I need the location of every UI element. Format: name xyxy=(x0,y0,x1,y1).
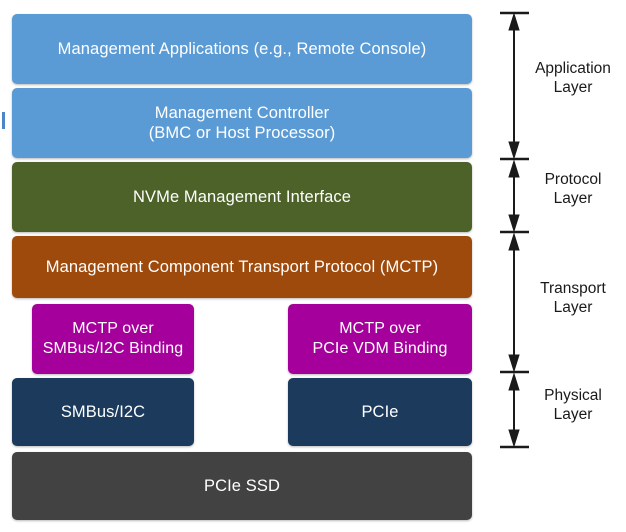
stack-box-label: NVMe Management Interface xyxy=(132,187,352,206)
stack-box-mctp-smbus-i2c-binding[interactable]: MCTP over SMBus/I2C Binding xyxy=(32,304,194,374)
stack-box-label: Management Controller (BMC or Host Proce… xyxy=(148,103,336,142)
layer-bracket-column: Application Layer Protocol Layer Transpo… xyxy=(490,0,626,532)
transport-layer-arrowhead-up xyxy=(508,232,520,251)
stack-box-management-controller[interactable]: Management Controller (BMC or Host Proce… xyxy=(12,88,472,158)
stack-box-mctp[interactable]: Management Component Transport Protocol … xyxy=(12,236,472,298)
layer-label-protocol: Protocol Layer xyxy=(544,171,602,208)
protocol-layer-arrowhead-up xyxy=(508,159,520,178)
stack-box-label: MCTP over SMBus/I2C Binding xyxy=(42,320,184,357)
stack-box-management-applications[interactable]: Management Applications (e.g., Remote Co… xyxy=(12,14,472,84)
stack-box-label: PCIe xyxy=(361,402,399,421)
edge-artifact-tick xyxy=(2,112,5,129)
application-layer-arrowhead-down xyxy=(508,141,520,160)
stack-box-label: SMBus/I2C xyxy=(60,402,146,421)
layer-label-physical: Physical Layer xyxy=(544,387,602,424)
stack-box-label: Management Applications (e.g., Remote Co… xyxy=(57,39,427,58)
physical-layer-arrowhead-up xyxy=(508,372,520,391)
application-layer-arrowhead-up xyxy=(508,12,520,31)
layer-bracket-arrows xyxy=(500,11,529,449)
layer-label-transport: Transport Layer xyxy=(540,280,606,317)
physical-layer-arrowhead-down xyxy=(508,429,520,448)
stack-box-smbus-i2c[interactable]: SMBus/I2C xyxy=(12,378,194,446)
stack-box-nvme-management-interface[interactable]: NVMe Management Interface xyxy=(12,162,472,232)
stack-box-pcie[interactable]: PCIe xyxy=(288,378,472,446)
stack-box-label: PCIe SSD xyxy=(204,476,280,495)
transport-layer-arrowhead-down xyxy=(508,354,520,373)
stack-box-label: Management Component Transport Protocol … xyxy=(45,257,439,276)
stack-box-pcie-ssd[interactable]: PCIe SSD xyxy=(12,452,472,520)
stack-box-label: MCTP over PCIe VDM Binding xyxy=(312,320,448,357)
stack-box-mctp-pcie-vdm-binding[interactable]: MCTP over PCIe VDM Binding xyxy=(288,304,472,374)
layer-label-application: Application Layer xyxy=(535,60,611,97)
protocol-layer-arrowhead-down xyxy=(508,214,520,233)
